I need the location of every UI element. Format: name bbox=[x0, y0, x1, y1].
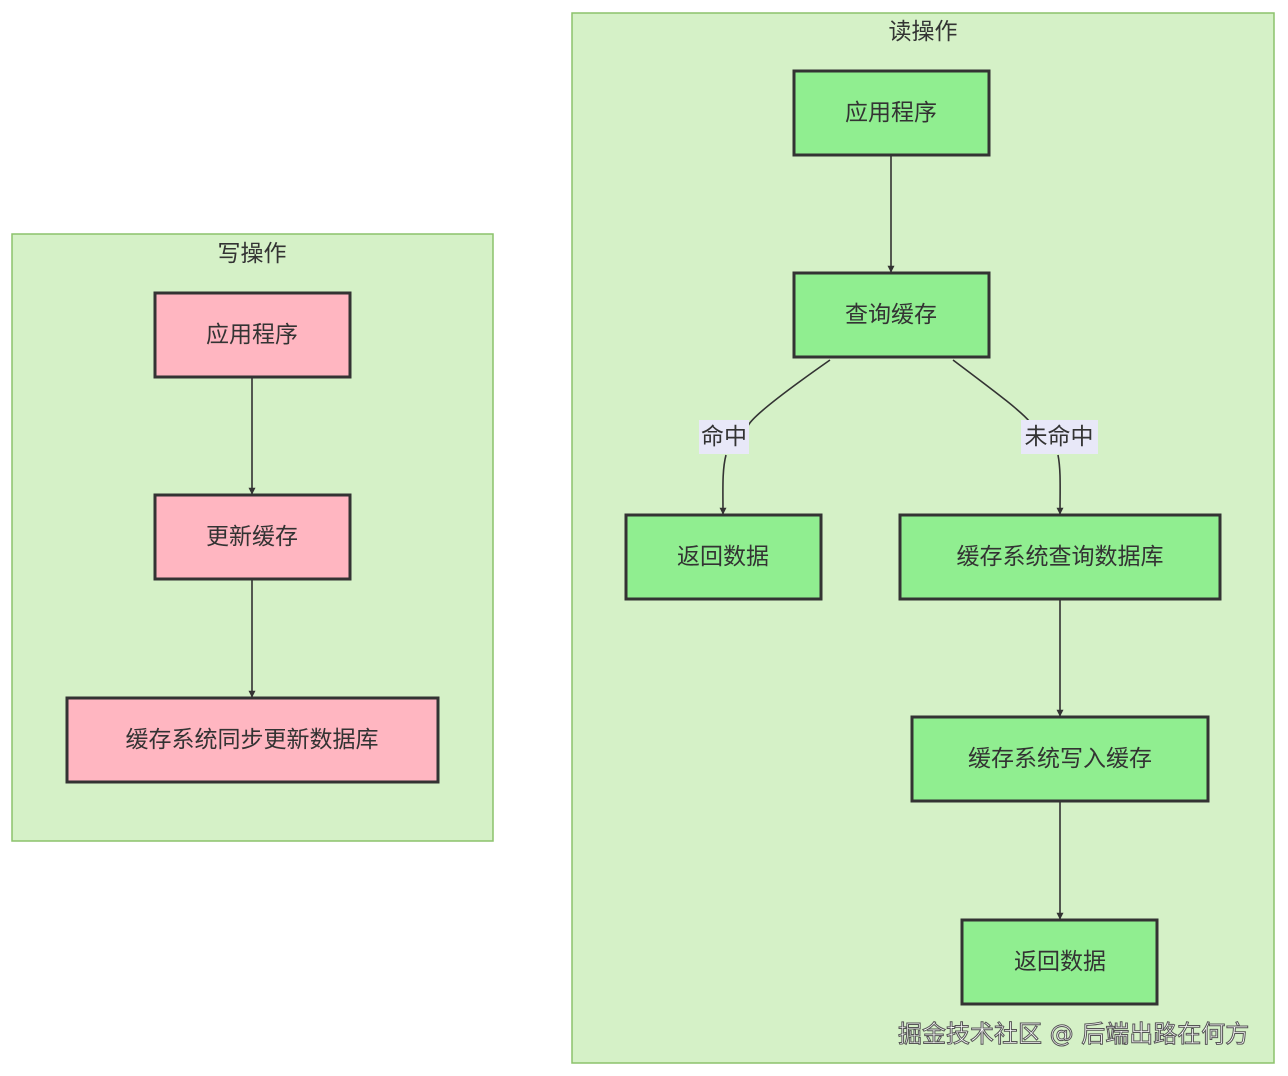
read-node-write-cache-label: 缓存系统写入缓存 bbox=[968, 746, 1152, 772]
read-edge-miss-lower bbox=[1056, 454, 1064, 515]
read-node-app-label: 应用程序 bbox=[845, 100, 937, 126]
read-node-query-cache[interactable]: 查询缓存 bbox=[792, 271, 991, 359]
read-node-return-data-hit-label: 返回数据 bbox=[677, 544, 769, 570]
write-node-app[interactable]: 应用程序 bbox=[153, 291, 352, 379]
write-node-app-label: 应用程序 bbox=[206, 322, 298, 348]
write-node-sync-db-label: 缓存系统同步更新数据库 bbox=[126, 727, 379, 753]
read-node-query-db-label: 缓存系统查询数据库 bbox=[957, 544, 1164, 570]
read-edge-hit-lower bbox=[719, 454, 727, 515]
edge-label-miss-text: 未命中 bbox=[1025, 424, 1094, 450]
read-node-query-db[interactable]: 缓存系统查询数据库 bbox=[898, 513, 1222, 601]
read-operation-group: 读操作 应用程序 查询缓存 返回数据 缓存系统查询数据库 缓存系统写入缓存 返回… bbox=[571, 12, 1275, 1064]
read-edge-miss-upper bbox=[952, 359, 1031, 423]
write-node-sync-db[interactable]: 缓存系统同步更新数据库 bbox=[65, 696, 440, 784]
read-node-query-cache-label: 查询缓存 bbox=[845, 302, 937, 328]
read-node-return-data-miss-label: 返回数据 bbox=[1014, 949, 1106, 975]
write-node-update-cache[interactable]: 更新缓存 bbox=[153, 493, 352, 581]
write-group-title: 写操作 bbox=[218, 241, 287, 267]
read-node-write-cache[interactable]: 缓存系统写入缓存 bbox=[910, 715, 1210, 803]
edge-label-hit: 命中 bbox=[699, 420, 749, 454]
read-node-app[interactable]: 应用程序 bbox=[792, 69, 991, 157]
edge-label-miss: 未命中 bbox=[1021, 420, 1098, 454]
watermark-text: 掘金技术社区 @ 后端出路在何方 bbox=[898, 1020, 1250, 1049]
read-group-title: 读操作 bbox=[889, 19, 958, 45]
read-node-return-data-miss[interactable]: 返回数据 bbox=[960, 918, 1159, 1006]
edge-label-hit-text: 命中 bbox=[701, 424, 747, 450]
write-operation-group: 写操作 应用程序 更新缓存 缓存系统同步更新数据库 bbox=[11, 233, 494, 842]
read-edge-hit-upper bbox=[747, 359, 831, 427]
write-node-update-cache-label: 更新缓存 bbox=[206, 524, 298, 550]
read-node-return-data-hit[interactable]: 返回数据 bbox=[624, 513, 823, 601]
